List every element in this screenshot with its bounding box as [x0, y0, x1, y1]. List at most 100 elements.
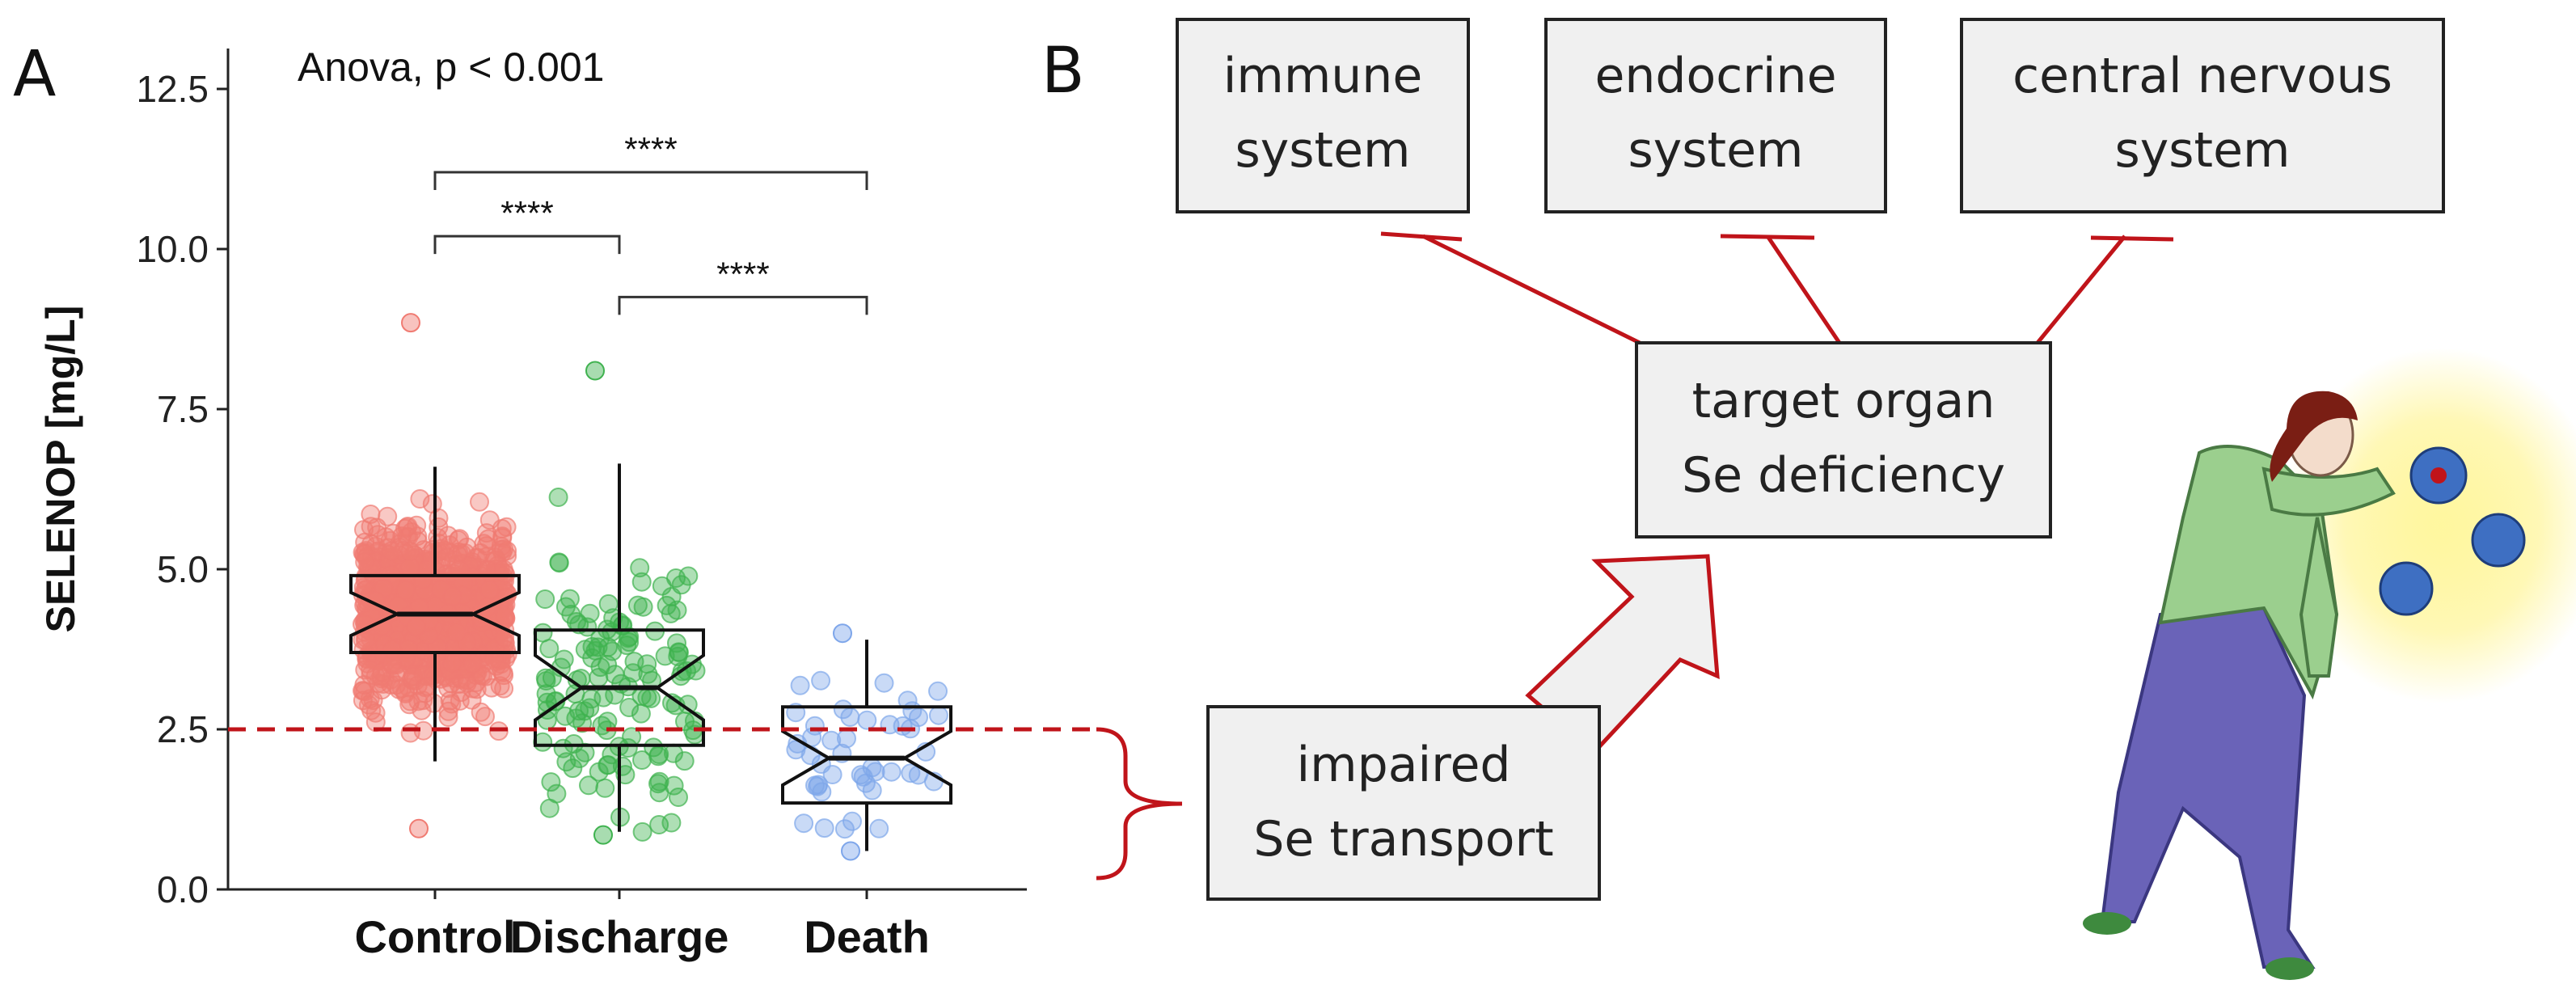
- data-point: [602, 622, 622, 642]
- data-point: [428, 527, 448, 547]
- box-cns-line2: system: [2115, 122, 2291, 179]
- virus-glow: [2280, 348, 2576, 703]
- data-point: [355, 552, 375, 572]
- data-point: [399, 695, 420, 715]
- box-death: [781, 705, 952, 805]
- box-endocrine-line1: endocrine: [1594, 48, 1836, 104]
- data-point: [355, 630, 375, 650]
- person-arm: [2261, 467, 2396, 517]
- data-point: [495, 606, 515, 627]
- data-point: [585, 361, 605, 381]
- data-point: [470, 492, 489, 512]
- data-point: [632, 750, 652, 770]
- box-central-nervous-system: central nervous system: [1960, 18, 2445, 213]
- data-point: [406, 617, 426, 637]
- box-immune-line2: system: [1235, 122, 1411, 179]
- data-point: [378, 506, 398, 526]
- box-immune-line1: immune: [1223, 48, 1423, 104]
- data-point: [661, 813, 682, 833]
- data-point: [535, 589, 555, 609]
- data-point: [928, 681, 948, 701]
- data-point: [618, 738, 638, 758]
- data-point: [422, 494, 442, 514]
- data-point: [438, 701, 458, 721]
- data-point: [811, 670, 831, 691]
- data-point: [478, 529, 498, 549]
- data-point: [678, 566, 699, 586]
- box-discharge: [534, 628, 705, 747]
- data-point: [554, 649, 574, 669]
- data-point: [865, 762, 885, 782]
- data-point: [664, 743, 683, 763]
- person-hair: [2270, 391, 2358, 482]
- y-tick-label: 7.5: [157, 388, 209, 430]
- y-tick-label: 0.0: [157, 868, 209, 910]
- data-point: [536, 684, 556, 704]
- box-transport-line1: impaired: [1297, 737, 1511, 793]
- data-point: [618, 628, 638, 648]
- data-point: [471, 702, 491, 722]
- x-tick-label: Discharge: [510, 911, 729, 962]
- box-target-line1: target organ: [1692, 373, 1995, 429]
- data-point: [669, 788, 688, 807]
- x-tick-label: Control: [354, 911, 515, 962]
- data-point: [400, 541, 420, 561]
- data-point: [361, 700, 382, 720]
- data-point: [637, 654, 657, 674]
- upward-arrow: [1525, 554, 1720, 755]
- y-tick-label: 12.5: [136, 68, 209, 110]
- data-point: [794, 813, 814, 834]
- data-point: [833, 623, 852, 644]
- data-point: [450, 529, 470, 549]
- data-point: [841, 841, 860, 861]
- se-deficiency-diagram: immune system endocrine system central n…: [1096, 18, 2576, 980]
- box-immune-system: immune system: [1176, 18, 1470, 213]
- data-point: [410, 489, 430, 509]
- data-point: [401, 313, 420, 333]
- data-point: [631, 703, 651, 724]
- data-point: [386, 675, 406, 695]
- connector-cns: [2036, 234, 2126, 344]
- y-axis-title: SELENOP [mg/L]: [38, 306, 83, 633]
- data-point: [569, 749, 589, 768]
- data-point: [452, 585, 472, 606]
- box-target-organ: target organ Se deficiency: [1635, 341, 2052, 539]
- person-lower-arm: [2299, 517, 2339, 678]
- box-control: [349, 573, 521, 654]
- data-point: [595, 778, 615, 798]
- data-point: [547, 783, 567, 804]
- left-shoe: [2083, 912, 2131, 935]
- panel-a-letter: A: [13, 38, 56, 111]
- box-transport-line2: Se transport: [1253, 811, 1553, 868]
- virus-icon: [2379, 561, 2434, 616]
- data-point: [862, 780, 882, 800]
- data-point: [638, 664, 658, 684]
- box-endocrine-system: endocrine system: [1544, 18, 1887, 213]
- significance-label: ****: [624, 130, 677, 168]
- data-point: [431, 580, 451, 600]
- box-endocrine-line2: system: [1628, 122, 1804, 179]
- selenop-boxplot: 0.02.55.07.510.012.5 ************ Contro…: [38, 44, 1092, 962]
- data-point: [409, 818, 429, 838]
- data-point: [808, 776, 828, 796]
- data-point: [842, 811, 862, 831]
- data-point: [674, 751, 695, 771]
- y-tick-label: 2.5: [157, 708, 209, 750]
- data-point: [555, 597, 576, 617]
- data-point: [582, 648, 602, 668]
- data-point: [928, 705, 948, 725]
- data-point: [857, 710, 877, 730]
- data-point: [493, 560, 513, 580]
- data-point: [874, 673, 894, 693]
- y-axis-ticks: 0.02.55.07.510.012.5: [136, 68, 228, 910]
- boxplots: [349, 463, 952, 851]
- data-point: [535, 668, 555, 688]
- data-point: [592, 716, 612, 736]
- coughing-person-illustration: [2083, 348, 2576, 980]
- box-target-line2: Se deficiency: [1682, 447, 2005, 504]
- data-point: [675, 712, 695, 732]
- data-point: [897, 691, 918, 711]
- right-shoe: [2266, 957, 2314, 980]
